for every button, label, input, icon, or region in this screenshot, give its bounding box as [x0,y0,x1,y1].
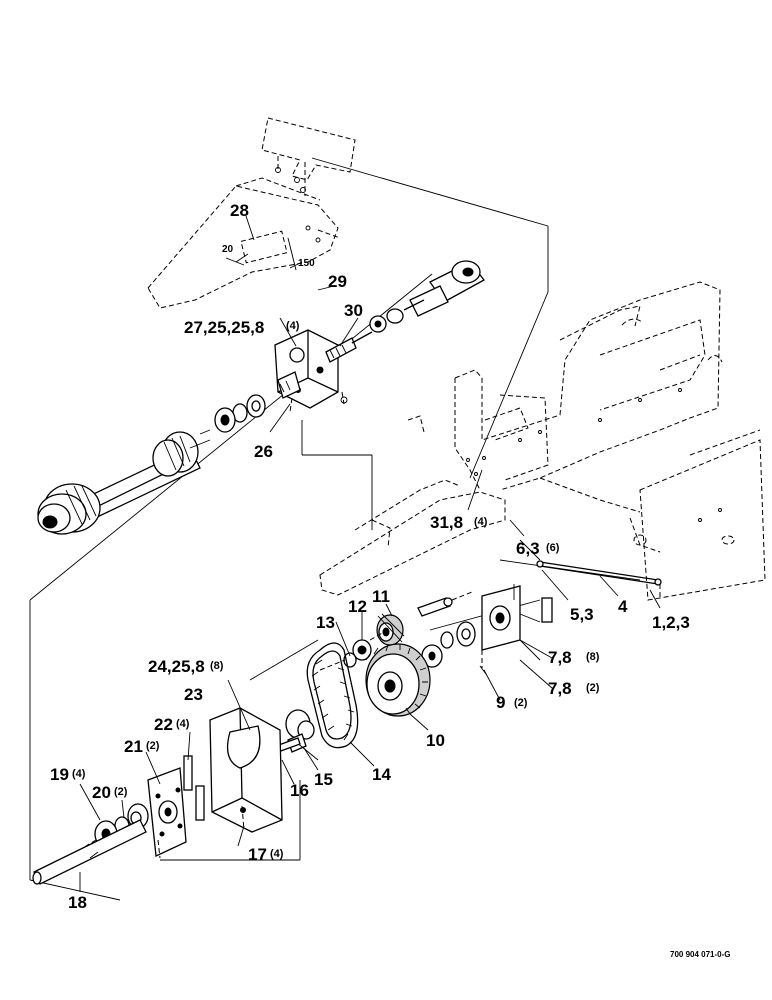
callout-27: 27,25,25,8 [184,318,264,337]
callout-21: 21 [124,737,143,756]
right-bearing-plate [479,584,553,675]
callout-9: 9 [496,693,505,712]
callout-30: 30 [344,301,363,320]
callout-12: 12 [348,597,367,616]
callout-20: 20 [92,783,111,802]
shield-guard [147,177,341,309]
callout-18: 18 [68,893,87,912]
callout-5: 5,3 [570,605,594,624]
callout-31-qty: (4) [474,516,488,528]
callout-28: 28 [230,201,249,220]
decal-plate [261,117,356,196]
callout-22-qty: (4) [176,718,190,730]
callout-24: 24,25,8 [148,657,205,676]
callout-17: 17 [248,845,267,864]
linkage-rod [519,539,662,600]
callout-14: 14 [372,765,391,784]
callout-7b-qty: (2) [586,682,600,694]
callout-17-qty: (4) [270,848,284,860]
callout-10: 10 [426,731,445,750]
callout-26: 26 [254,442,273,461]
callout-6: 6,3 [516,539,540,558]
dimension-150: 150 [298,258,315,269]
callout-1: 1,2,3 [652,613,690,632]
callout-29: 29 [328,272,347,291]
upper-driveline [37,260,485,535]
callout-7b: 7,8 [548,679,572,698]
drawing-number: 700 904 071-0-G [670,950,731,959]
callout-4: 4 [618,597,628,616]
left-bearing-plates [32,707,283,885]
dimension-20: 20 [222,244,234,255]
callout-labels: 28 29 30 27,25,25,8 (4) 26 31,8 (4) 6,3 … [50,201,690,912]
callout-21-qty: (2) [146,740,160,752]
callout-20-qty: (2) [114,786,128,798]
leader-lines [79,215,661,892]
callout-16: 16 [290,781,309,800]
callout-31: 31,8 [430,513,463,532]
callout-13: 13 [316,613,335,632]
header-frame [319,281,766,601]
callout-22: 22 [154,715,173,734]
callout-15: 15 [314,770,333,789]
callout-19: 19 [50,765,69,784]
callout-7a-qty: (8) [586,651,600,663]
callout-27-qty: (4) [286,320,300,332]
callout-9-qty: (2) [514,697,528,709]
callout-24-qty: (8) [210,660,224,672]
callout-6-qty: (6) [546,542,560,554]
callout-11: 11 [372,587,390,606]
callout-19-qty: (4) [72,768,86,780]
sprocket-assembly [275,591,476,761]
callout-23: 23 [184,685,203,704]
callout-7a: 7,8 [548,648,572,667]
assembly-outline-lines [29,157,641,901]
